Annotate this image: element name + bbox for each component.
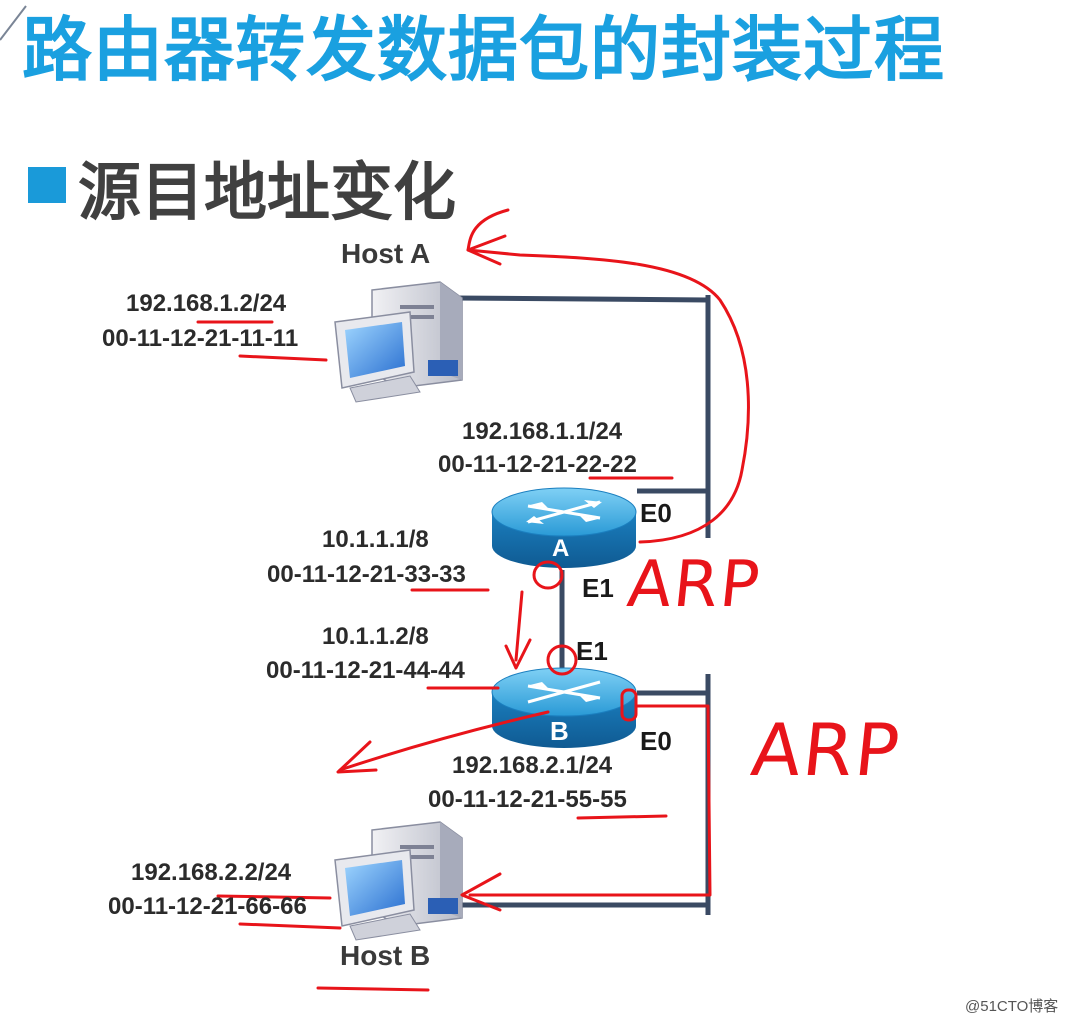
underline-host-b-name: [316, 986, 430, 992]
bullet-square: [28, 167, 66, 203]
title-slash: [0, 5, 27, 41]
router-b-e0-ip: 192.168.2.1/24: [452, 752, 613, 779]
router-b-e1-ip: 10.1.1.2/8: [322, 623, 429, 650]
host-a-name: Host A: [341, 238, 431, 269]
router-a-e1-ip: 10.1.1.1/8: [322, 526, 429, 553]
host-b-computer-icon: [334, 821, 463, 941]
handwritten-annotations: [196, 208, 750, 992]
host-b-mac: 00-11-12-21-66-66: [108, 893, 307, 920]
watermark: @51CTO博客: [965, 998, 1059, 1015]
underline-host-b-ip: [216, 894, 332, 900]
host-b-name: Host B: [340, 940, 431, 971]
arrowhead-router-b-left: [336, 740, 378, 774]
arp-arrowhead-host-b: [460, 872, 502, 912]
host-a-mac: 00-11-12-21-11-11: [102, 325, 299, 352]
router-b-e1-port: E1: [576, 636, 608, 666]
arp-arrowhead-host-a: [466, 234, 507, 266]
down-arrow-serial: [514, 590, 524, 662]
router-a-icon: [491, 487, 637, 568]
router-a-e0-mac: 00-11-12-21-22-22: [438, 451, 637, 478]
network-wires: [454, 295, 711, 915]
down-arrowhead-serial: [504, 638, 532, 670]
underline-router-b-e0-mac: [576, 814, 668, 820]
router-a-e1-port: E1: [582, 573, 614, 603]
underline-host-a-mac: [238, 354, 328, 362]
host-a-ip: 192.168.1.2/24: [126, 290, 287, 317]
host-a-computer-icon: [334, 281, 463, 403]
router-a-label: A: [552, 535, 570, 562]
router-a-e0-ip: 192.168.1.1/24: [462, 418, 623, 445]
router-b-e0-port: E0: [640, 726, 672, 756]
arp-path-host-b: [468, 704, 712, 897]
host-a-link: [454, 295, 709, 303]
router-b-icon: [491, 667, 637, 748]
arrow-router-b-left: [338, 710, 550, 772]
section-subtitle: 源目地址变化: [78, 156, 456, 229]
host-b-ip: 192.168.2.2/24: [131, 859, 292, 886]
router-a-e0-port: E0: [640, 498, 672, 528]
router-b-e1-mac: 00-11-12-21-44-44: [266, 657, 465, 684]
circle-router-a-e1: [532, 560, 564, 590]
router-a-e1-mac: 00-11-12-21-33-33: [267, 561, 466, 588]
underline-host-b-mac: [238, 922, 342, 930]
page-title: 路由器转发数据包的封装过程: [22, 9, 945, 91]
arp-annotation-lower: ARP: [747, 708, 906, 792]
circle-router-b-e1: [546, 644, 578, 676]
arp-annotation-upper: ARP: [624, 548, 765, 622]
router-b-label: B: [550, 716, 569, 746]
router-b-e0-mac: 00-11-12-21-55-55: [428, 786, 627, 813]
